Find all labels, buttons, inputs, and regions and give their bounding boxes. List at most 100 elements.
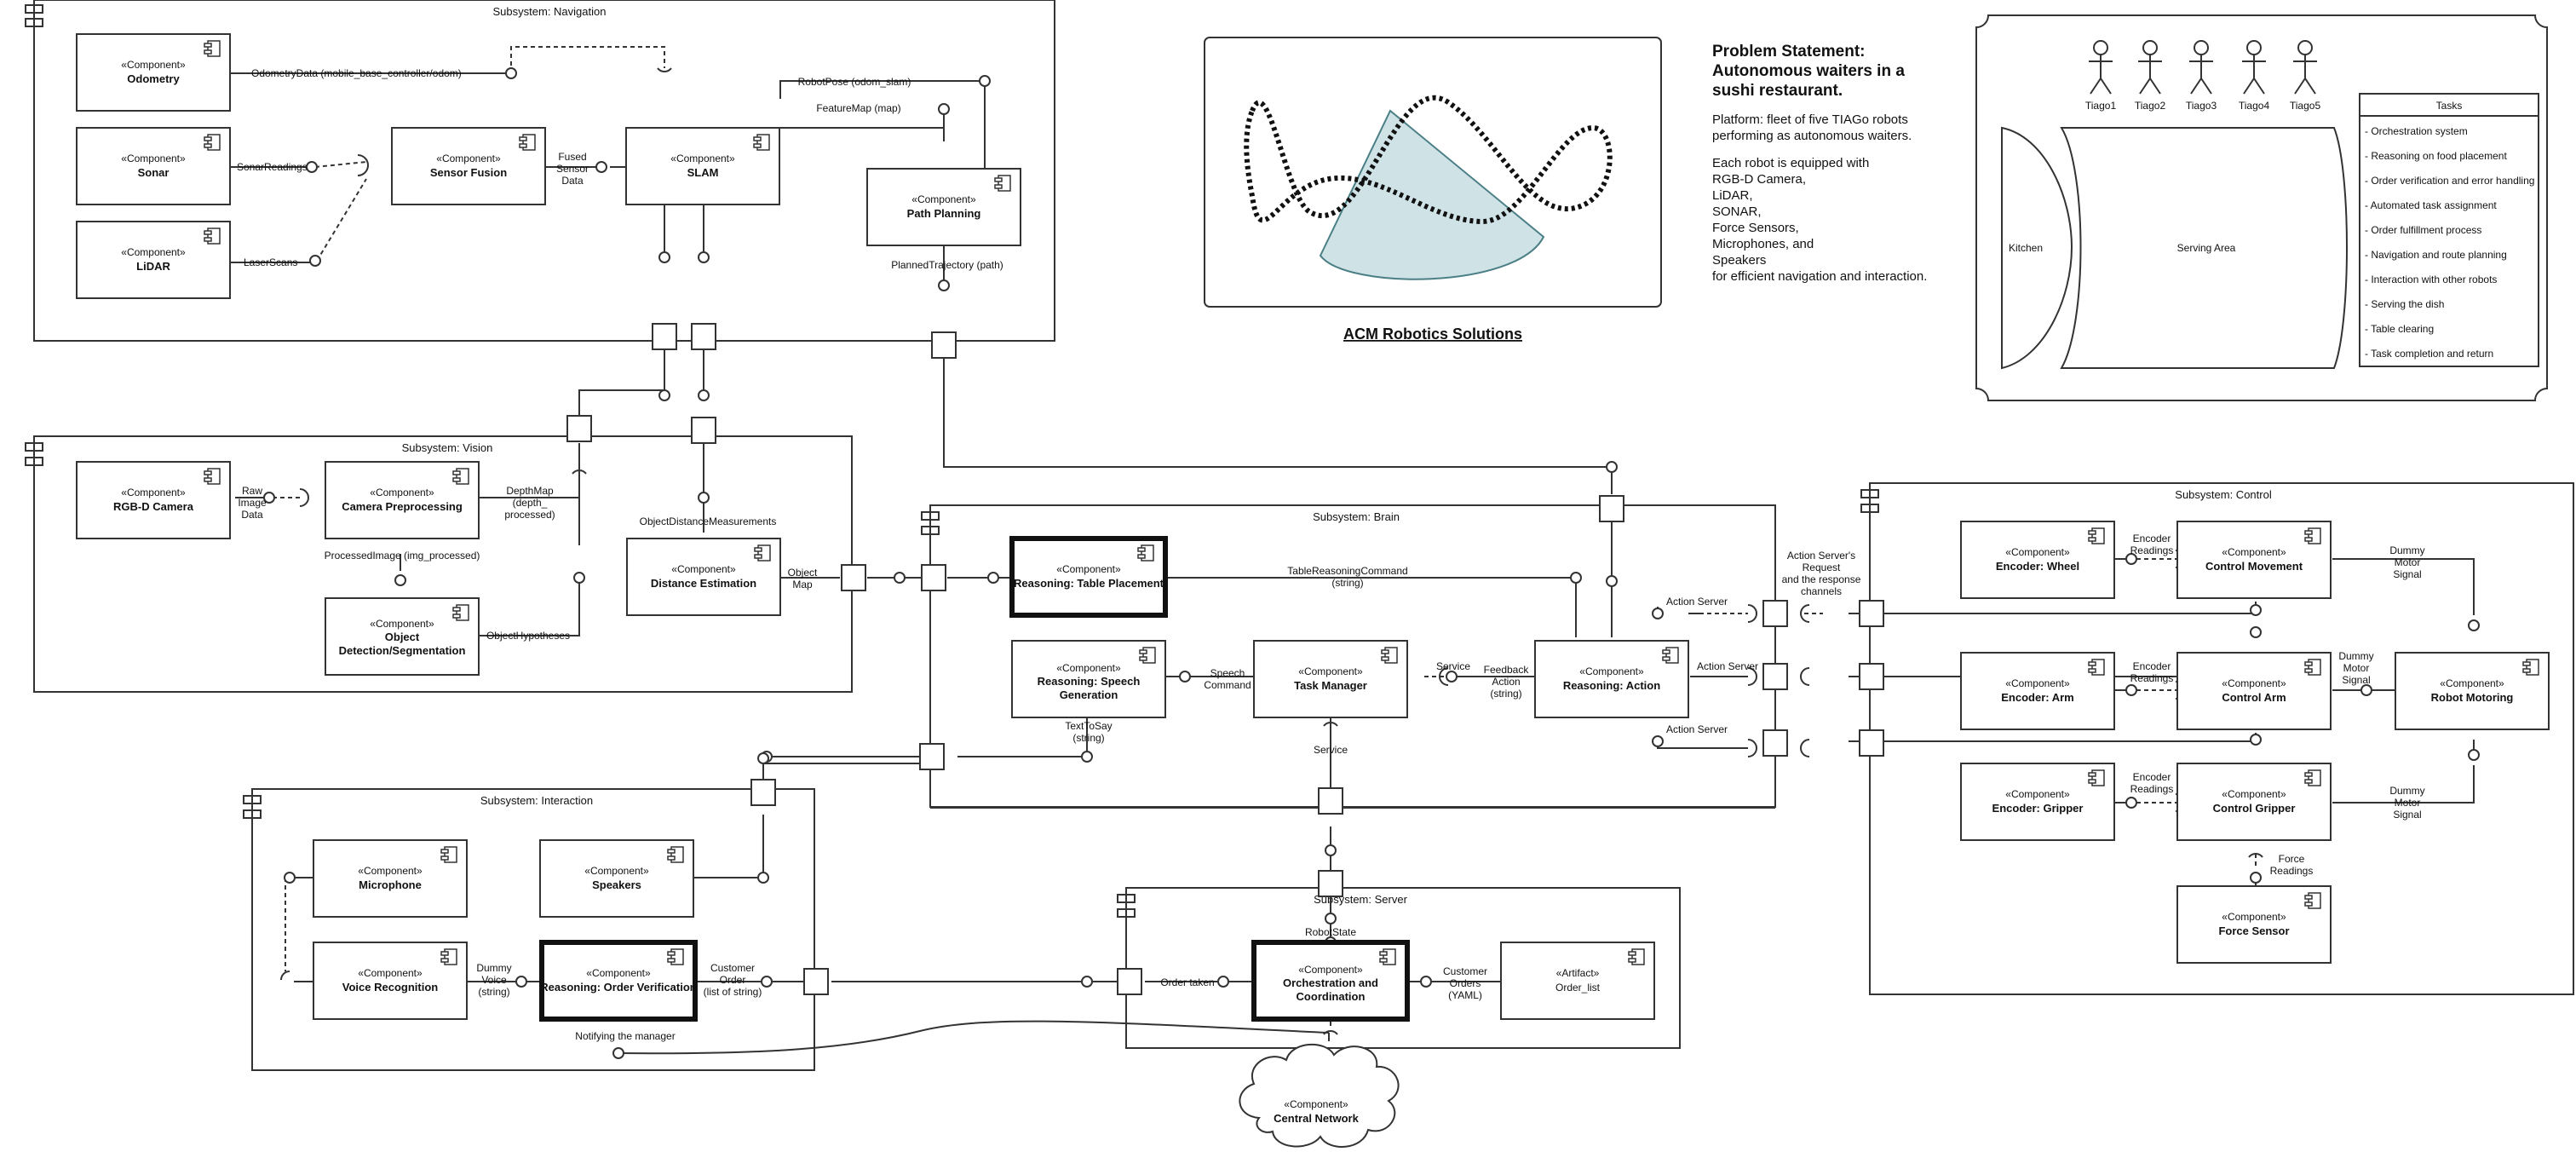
svg-text:Image: Image	[238, 497, 267, 509]
svg-text:Action Server: Action Server	[1666, 723, 1728, 735]
subsystem-interaction-title: Subsystem: Interaction	[480, 794, 593, 807]
component-control-movement: «Component» Control Movement	[2176, 521, 2332, 599]
svg-text:Action: Action	[1492, 676, 1520, 688]
svg-text:FeatureMap (map): FeatureMap (map)	[816, 102, 900, 114]
svg-text:«Component»: «Component»	[370, 487, 434, 498]
robot-tiago4: Tiago4	[2239, 40, 2269, 112]
svg-text:«Component»: «Component»	[1298, 665, 1363, 677]
svg-text:Odometry: Odometry	[127, 72, 180, 85]
robot-path-illustration	[1204, 37, 1662, 308]
component-encoder-gripper: «Component» Encoder: Gripper	[1960, 763, 2115, 841]
svg-text:(string): (string)	[1331, 577, 1363, 589]
svg-text:Sensor Fusion: Sensor Fusion	[430, 166, 507, 179]
svg-text:- Interaction with other robot: - Interaction with other robots	[2365, 274, 2497, 285]
svg-text:Data: Data	[241, 509, 263, 521]
company-name: ACM Robotics Solutions	[1343, 325, 1522, 343]
svg-text:Detection/Segmentation: Detection/Segmentation	[339, 644, 466, 657]
svg-text:Speakers: Speakers	[592, 878, 641, 891]
svg-text:Distance Estimation: Distance Estimation	[651, 577, 756, 590]
svg-text:- Order verification and error: - Order verification and error handling	[2365, 175, 2534, 187]
component-task-manager: «Component» Task Manager	[1253, 640, 1408, 718]
svg-text:«Component»: «Component»	[2440, 677, 2504, 689]
svg-text:Raw: Raw	[242, 485, 262, 497]
svg-text:Coordination: Coordination	[1297, 990, 1366, 1003]
svg-text:(string): (string)	[1072, 732, 1104, 744]
svg-text:TableReasoningCommand: TableReasoningCommand	[1287, 565, 1407, 577]
svg-text:«Component»: «Component»	[1284, 1098, 1348, 1110]
svg-text:Voice: Voice	[481, 974, 507, 986]
subsystem-navigation-title: Subsystem: Navigation	[493, 5, 607, 18]
svg-text:Task Manager: Task Manager	[1294, 679, 1367, 692]
svg-text:Microphones, and: Microphones, and	[1712, 237, 1814, 251]
svg-text:«Component»: «Component»	[358, 865, 423, 877]
subsystem-vision-title: Subsystem: Vision	[402, 441, 493, 454]
svg-text:Sensor: Sensor	[556, 163, 589, 175]
svg-text:«Component»: «Component»	[2005, 546, 2070, 558]
svg-text:«Component»: «Component»	[358, 967, 423, 979]
component-distance-estimation: «Component» Distance Estimation	[626, 538, 781, 616]
svg-text:for efficient navigation and i: for efficient navigation and interaction…	[1712, 269, 1927, 284]
svg-text:Kitchen: Kitchen	[2009, 242, 2043, 254]
svg-text:- Orchestration system: - Orchestration system	[2365, 125, 2468, 137]
svg-text:«Component»: «Component»	[370, 618, 434, 630]
robot-tiago2: Tiago2	[2135, 40, 2165, 112]
svg-text:(depth_: (depth_	[513, 497, 548, 509]
svg-text:DepthMap: DepthMap	[506, 485, 554, 497]
svg-text:Control Movement: Control Movement	[2205, 560, 2303, 573]
svg-text:Readings: Readings	[2130, 783, 2174, 795]
svg-text:- Reasoning on food placement: - Reasoning on food placement	[2365, 150, 2507, 162]
svg-text:SLAM: SLAM	[687, 166, 719, 179]
svg-text:(YAML): (YAML)	[1448, 989, 1482, 1001]
svg-text:Signal: Signal	[2393, 568, 2421, 580]
svg-text:- Serving the dish: - Serving the dish	[2365, 298, 2444, 310]
svg-text:«Component»: «Component»	[1056, 563, 1121, 575]
svg-text:(list of string): (list of string)	[704, 986, 762, 998]
component-force-sensor: «Component» Force Sensor	[2176, 885, 2332, 964]
svg-text:Command: Command	[1204, 679, 1251, 691]
svg-text:Force: Force	[2279, 853, 2305, 865]
svg-text:Customer: Customer	[710, 962, 755, 974]
svg-text:Sonar: Sonar	[138, 166, 170, 179]
artifact-order-list: «Artifact» Order_list	[1500, 942, 1655, 1020]
svg-text:«Component»: «Component»	[586, 967, 651, 979]
svg-text:Signal: Signal	[2342, 674, 2370, 686]
component-speakers: «Component» Speakers	[539, 839, 694, 918]
svg-text:Speakers: Speakers	[1712, 253, 1766, 268]
restaurant-layout: Tiago1 Tiago2 Tiago3 Tiago4 Tiago5 Kitch…	[1975, 14, 2548, 401]
svg-text:ObjectHypotheses: ObjectHypotheses	[486, 630, 570, 642]
svg-text:RGB-D Camera: RGB-D Camera	[113, 500, 194, 513]
svg-text:Readings: Readings	[2270, 865, 2314, 877]
svg-text:«Component»: «Component»	[121, 59, 186, 71]
svg-text:- Automated task assignment: - Automated task assignment	[2365, 199, 2497, 211]
svg-text:Autonomous waiters in a: Autonomous waiters in a	[1712, 62, 1905, 80]
svg-text:«Component»: «Component»	[121, 487, 186, 498]
svg-text:Customer: Customer	[1443, 965, 1487, 977]
svg-text:Control Gripper: Control Gripper	[2213, 802, 2296, 815]
svg-text:TextToSay: TextToSay	[1065, 720, 1112, 732]
svg-text:LiDAR,: LiDAR,	[1712, 188, 1753, 203]
svg-text:Tasks: Tasks	[2436, 100, 2463, 112]
svg-text:LaserScans: LaserScans	[244, 256, 297, 268]
component-rgbd-camera: «Component» RGB-D Camera	[76, 461, 231, 539]
svg-text:(string): (string)	[478, 986, 509, 998]
subsystem-control-title: Subsystem: Control	[2175, 488, 2272, 501]
svg-text:RGB-D Camera,: RGB-D Camera,	[1712, 172, 1806, 187]
svg-text:Tiago5: Tiago5	[2290, 100, 2321, 112]
tasks-list: Tasks - Orchestration system - Reasoning…	[2359, 93, 2539, 367]
svg-text:Order_list: Order_list	[1555, 982, 1601, 994]
svg-text:«Component»: «Component»	[2222, 911, 2286, 923]
subsystem-interaction: Subsystem: Interaction	[243, 788, 815, 1071]
svg-text:Reasoning: Speech: Reasoning: Speech	[1038, 675, 1141, 688]
component-control-arm: «Component» Control Arm	[2176, 652, 2332, 730]
svg-text:Data: Data	[561, 175, 584, 187]
svg-text:Orchestration and: Orchestration and	[1283, 976, 1378, 989]
svg-text:Action Server: Action Server	[1697, 660, 1758, 672]
component-voice-recognition: «Component» Voice Recognition	[313, 942, 468, 1020]
svg-text:Object: Object	[788, 567, 818, 579]
component-orchestration: «Component» Orchestration and Coordinati…	[1251, 940, 1410, 1022]
svg-text:Encoder: Encoder	[2133, 660, 2171, 672]
subsystem-navigation: Subsystem: Navigation	[25, 0, 1055, 342]
svg-text:RobotPose (odom_slam): RobotPose (odom_slam)	[798, 76, 911, 88]
svg-text:Encoder: Arm: Encoder: Arm	[2001, 691, 2073, 704]
svg-text:Action Server's: Action Server's	[1787, 550, 1855, 562]
